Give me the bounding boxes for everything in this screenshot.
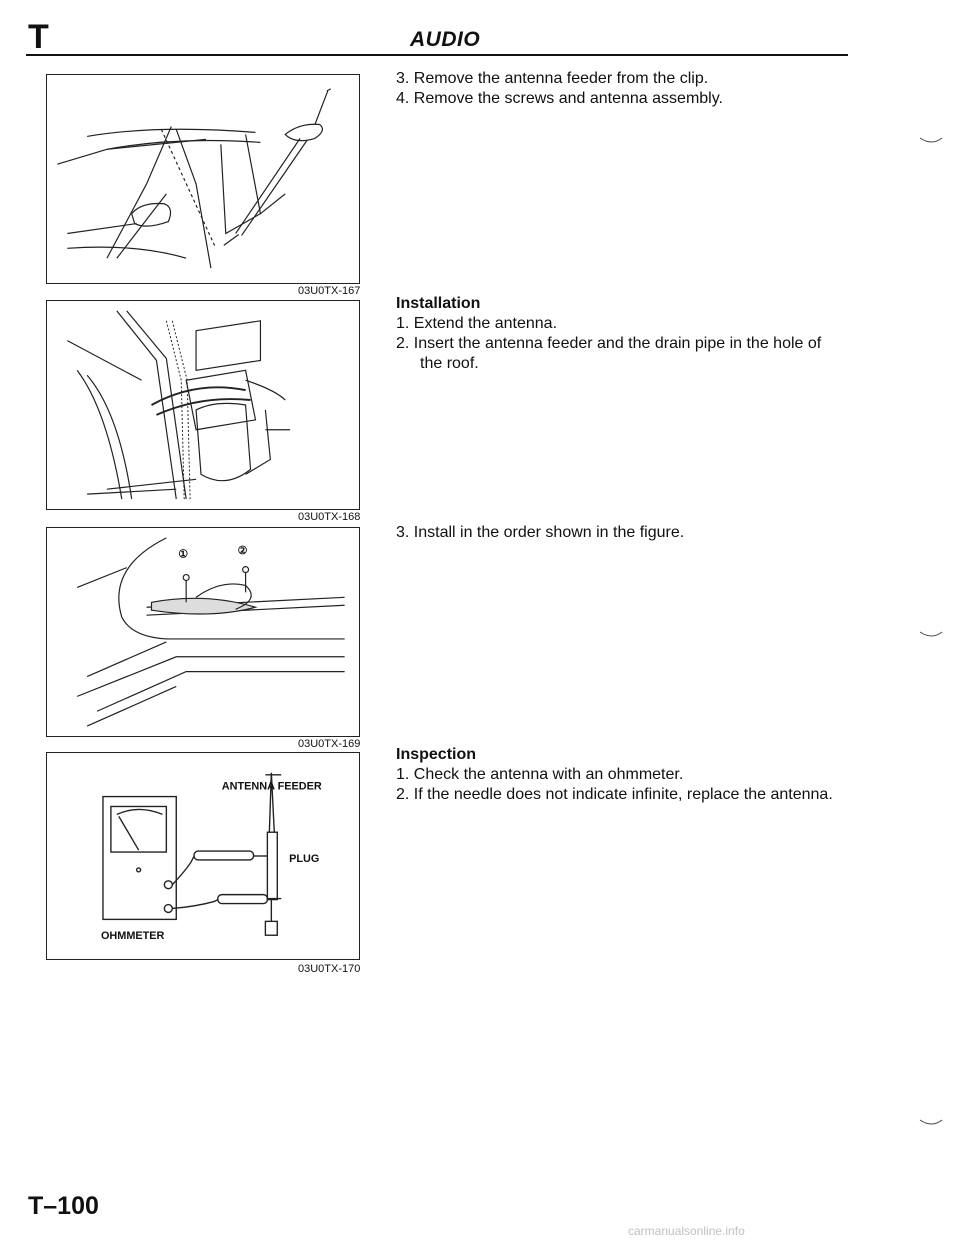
figure-feeder-routing [46, 300, 360, 510]
antenna-pillar-illustration [57, 88, 332, 269]
installation-step-2-line1: 2. Insert the antenna feeder and the dra… [396, 335, 822, 352]
ohmmeter-illustration: ANTENNA FEEDER PLUG OHMMETER [101, 772, 322, 942]
label-antenna-feeder: ANTENNA FEEDER [222, 781, 322, 793]
installation-step-1: 1. Extend the antenna. [396, 315, 558, 332]
removal-step-4: 4. Remove the screws and antenna assembl… [396, 90, 723, 107]
figure-code: 03U0TX-169 [298, 738, 361, 750]
watermark: carmanualsonline.info [628, 1224, 745, 1238]
page-title: AUDIO [410, 28, 481, 51]
label-ohmmeter: OHMMETER [101, 930, 165, 942]
removal-steps: 3. Remove the antenna feeder from the cl… [396, 69, 866, 109]
inspection-step-1: 1. Check the antenna with an ohmmeter. [396, 766, 684, 783]
inspection-section: Inspection 1. Check the antenna with an … [396, 745, 866, 805]
callout-2: ② [238, 545, 248, 557]
install-order-illustration: ① ② [76, 537, 345, 727]
installation-step-2: 2. Insert the antenna feeder and the dra… [396, 334, 866, 374]
callout-1: ① [178, 549, 188, 561]
installation-heading: Installation [396, 295, 481, 312]
figure-ohmmeter-test: ANTENNA FEEDER PLUG OHMMETER [46, 752, 360, 960]
inspection-heading: Inspection [396, 746, 477, 763]
header-rule [26, 54, 848, 56]
figure-install-order: ① ② [46, 527, 360, 737]
label-plug: PLUG [289, 853, 319, 865]
installation-step-3: 3. Install in the order shown in the fig… [396, 524, 685, 541]
figure-antenna-removal [46, 74, 360, 284]
installation-section: Installation 1. Extend the antenna. 2. I… [396, 294, 866, 374]
margin-mark [919, 1119, 943, 1125]
installation-step-2-line2: the roof. [420, 355, 479, 372]
removal-step-3: 3. Remove the antenna feeder from the cl… [396, 70, 709, 87]
section-letter: T [28, 18, 49, 56]
figure-code: 03U0TX-167 [298, 285, 361, 297]
margin-mark [919, 631, 943, 637]
figure-code: 03U0TX-170 [298, 963, 361, 975]
page-number: T–100 [28, 1192, 99, 1220]
margin-mark [919, 137, 943, 143]
feeder-routing-illustration [67, 310, 291, 500]
figure-code: 03U0TX-168 [298, 511, 361, 523]
inspection-step-2: 2. If the needle does not indicate infin… [396, 786, 833, 803]
